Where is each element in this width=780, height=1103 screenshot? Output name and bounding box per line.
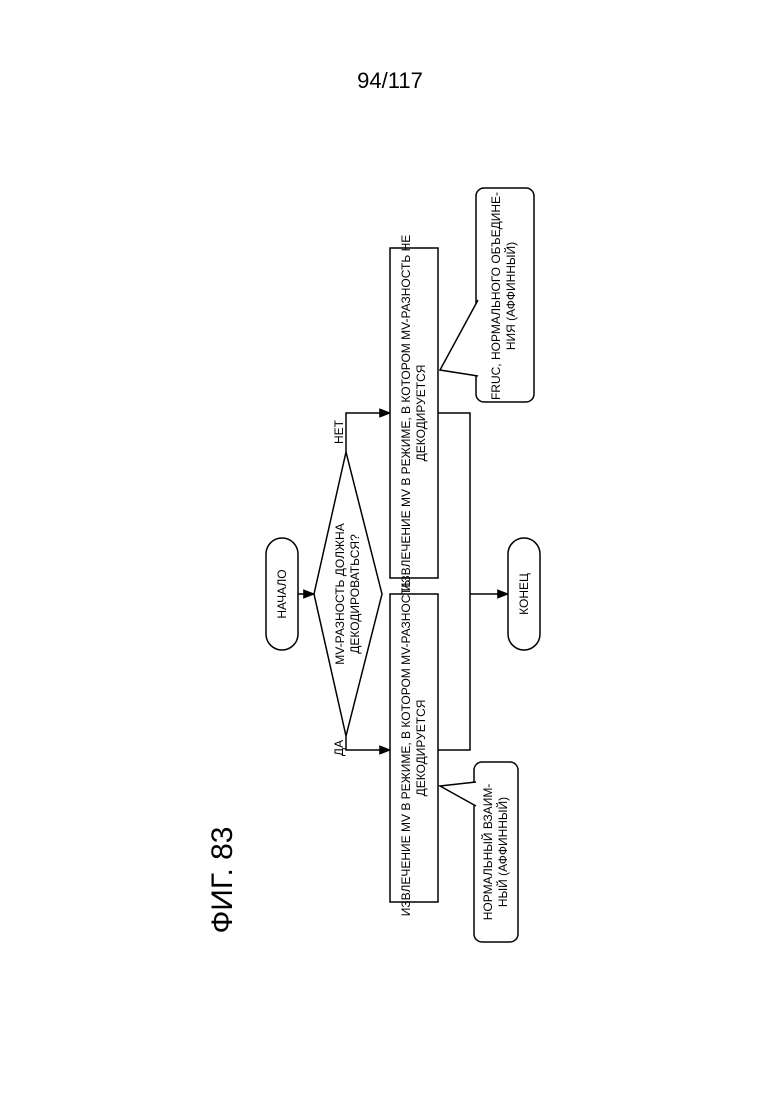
decision-line2: ДЕКОДИРОВАТЬСЯ?: [348, 534, 362, 654]
callout-yes-line1: НОРМАЛЬНЫЙ ВЗАИМ-: [480, 784, 495, 921]
callout-no-line2: НИЯ (АФФИННЫЙ): [503, 242, 518, 350]
end-label: КОНЕЦ: [517, 573, 531, 615]
process-no-line2: ДЕКОДИРУЕТСЯ: [414, 365, 428, 462]
callout-no-line1: FRUC, НОРМАЛЬНОГО ОБЪЕДИНЕ-: [489, 192, 503, 400]
no-label: НЕТ: [332, 419, 346, 444]
callout-no: FRUC, НОРМАЛЬНОГО ОБЪЕДИНЕ- НИЯ (АФФИННЫ…: [440, 188, 534, 402]
start-terminator: НАЧАЛО: [266, 538, 298, 650]
callout-yes-line2: НЫЙ (АФФИННЫЙ): [495, 797, 510, 907]
end-terminator: КОНЕЦ: [508, 538, 540, 650]
decision-diamond: MV-РАЗНОСТЬ ДОЛЖНА ДЕКОДИРОВАТЬСЯ?: [314, 452, 382, 736]
process-yes-line1: ИЗВЛЕЧЕНИЕ MV В РЕЖИМЕ, В КОТОРОМ MV-РАЗ…: [399, 580, 413, 917]
process-yes-box: ИЗВЛЕЧЕНИЕ MV В РЕЖИМЕ, В КОТОРОМ MV-РАЗ…: [390, 580, 438, 917]
start-label: НАЧАЛО: [275, 569, 289, 618]
arrow-no-branch: [346, 413, 390, 452]
figure-label: ФИГ. 83: [206, 827, 239, 934]
process-yes-line2: ДЕКОДИРУЕТСЯ: [414, 700, 428, 797]
callout-yes: НОРМАЛЬНЫЙ ВЗАИМ- НЫЙ (АФФИННЫЙ): [440, 762, 518, 942]
process-no-box: ИЗВЛЕЧЕНИЕ MV В РЕЖИМЕ, В КОТОРОМ MV-РАЗ…: [390, 235, 438, 592]
decision-line1: MV-РАЗНОСТЬ ДОЛЖНА: [333, 523, 347, 664]
process-no-line1: ИЗВЛЕЧЕНИЕ MV В РЕЖИМЕ, В КОТОРОМ MV-РАЗ…: [399, 235, 413, 592]
merge-line-no: [438, 413, 470, 594]
arrow-yes-branch: [346, 736, 390, 750]
merge-line-yes: [438, 594, 470, 750]
yes-label: ДА: [332, 740, 346, 756]
